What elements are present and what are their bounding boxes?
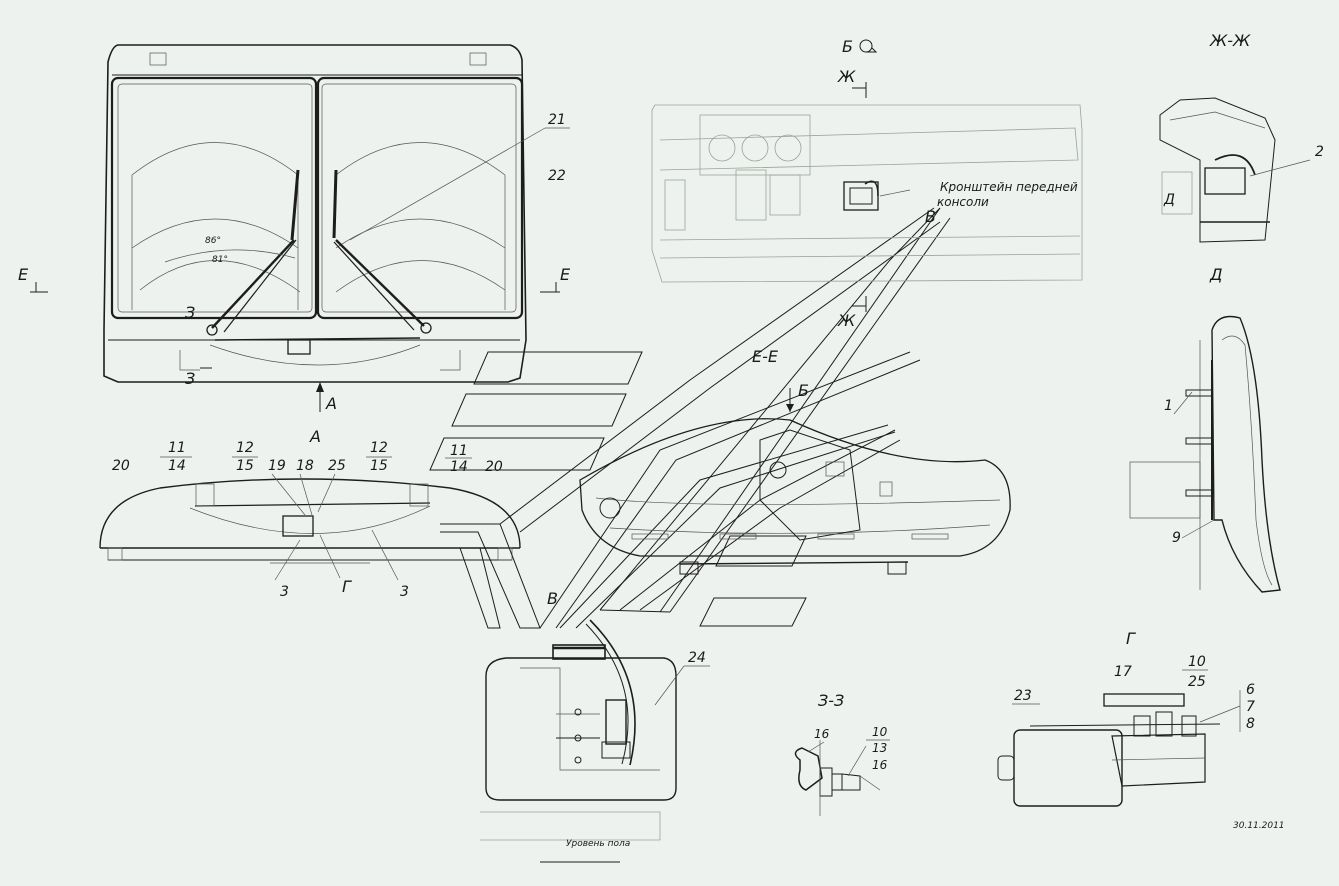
view-zh-mark-top: Ж — [837, 67, 856, 86]
callout-21: 21 — [548, 112, 566, 128]
callout-14-right: 14 — [450, 459, 468, 475]
section-ee: Е-Е Б В — [547, 347, 1011, 608]
callout-7: 7 — [1246, 699, 1255, 715]
callout-20-right: 20 — [485, 459, 503, 475]
front-view: 86° 81° Е Е З З А 21 22 — [18, 44, 571, 413]
callout-13: 13 — [872, 741, 887, 755]
callout-23: 23 — [1014, 688, 1032, 704]
callout-12: 12 — [236, 440, 254, 456]
callout-14: 14 — [168, 458, 186, 474]
angle-81-label: 81° — [212, 255, 228, 265]
view-d-title: Д — [1209, 265, 1223, 284]
callout-24: 24 — [688, 650, 706, 666]
arrow-b-label: Б — [798, 381, 809, 400]
arrow-a-label: А — [325, 394, 337, 413]
callout-25-g: 25 — [1188, 674, 1206, 690]
section-ee-title: Е-Е — [752, 347, 779, 366]
callout-17: 17 — [1114, 664, 1132, 680]
callout-25: 25 — [328, 458, 346, 474]
callout-16-top: 16 — [814, 727, 830, 741]
floor-level-label: Уровень пола — [566, 839, 630, 849]
view-g: Г 23 17 10 25 6 7 8 — [997, 629, 1255, 807]
date-stamp: 30.11.2011 — [1233, 821, 1285, 831]
callout-12-right: 12 — [370, 440, 388, 456]
fastener-group — [1185, 389, 1213, 497]
callout-2: 2 — [1315, 144, 1324, 160]
section-zhzh-title: Ж-Ж — [1209, 31, 1251, 50]
callout-3-right: 3 — [400, 584, 409, 600]
callout-11-right: 11 — [450, 443, 468, 459]
leader-bands — [429, 207, 951, 629]
section-zz-title: З-З — [818, 691, 844, 710]
view-d: Д 1 9 — [1129, 265, 1281, 593]
view-e-mark-left: Е — [18, 265, 29, 284]
bracket-label-line1: Кронштейн передней — [940, 180, 1078, 194]
view-e-mark-right: Е — [560, 265, 571, 284]
view-a-title: А — [309, 427, 321, 446]
view-zh-mark-bottom: Ж — [837, 311, 856, 330]
view-b: Б Ж Ж Кронштейн передней консоли В — [651, 37, 1083, 330]
callout-10-zz: 10 — [872, 725, 888, 739]
callout-3-left: 3 — [280, 584, 289, 600]
callout-18: 18 — [296, 458, 314, 474]
view-z-mark-2: З — [185, 369, 195, 388]
section-zz: З-З 16 10 13 16 — [794, 691, 890, 816]
callout-15-right: 15 — [370, 458, 388, 474]
callout-22: 22 — [548, 168, 566, 184]
washer-tank: Уровень пола 24 — [480, 619, 710, 863]
callout-1: 1 — [1164, 398, 1173, 414]
view-z-mark-1: З — [185, 303, 195, 322]
callout-15: 15 — [236, 458, 254, 474]
view-v-mark-2: В — [547, 589, 558, 608]
view-g-mark: Г — [342, 577, 352, 596]
view-d-mark: Д — [1163, 192, 1175, 208]
callout-19: 19 — [268, 458, 286, 474]
angle-86-label: 86° — [205, 236, 221, 246]
callout-11: 11 — [168, 440, 186, 456]
bracket-label-line2: консоли — [937, 195, 989, 209]
section-zhzh: Ж-Ж Д 2 — [1159, 31, 1324, 243]
view-v-mark-1: В — [925, 207, 936, 226]
callout-8: 8 — [1246, 716, 1255, 732]
callout-20: 20 — [112, 458, 130, 474]
callout-16-bottom: 16 — [872, 758, 888, 772]
callout-9: 9 — [1172, 530, 1181, 546]
view-b-title: Б — [842, 37, 853, 56]
callout-10-g: 10 — [1188, 654, 1206, 670]
callout-6: 6 — [1246, 682, 1255, 698]
view-g-title: Г — [1126, 629, 1136, 648]
view-a: А 20 11 14 12 15 19 18 25 12 15 3 Г 3 — [99, 427, 521, 600]
